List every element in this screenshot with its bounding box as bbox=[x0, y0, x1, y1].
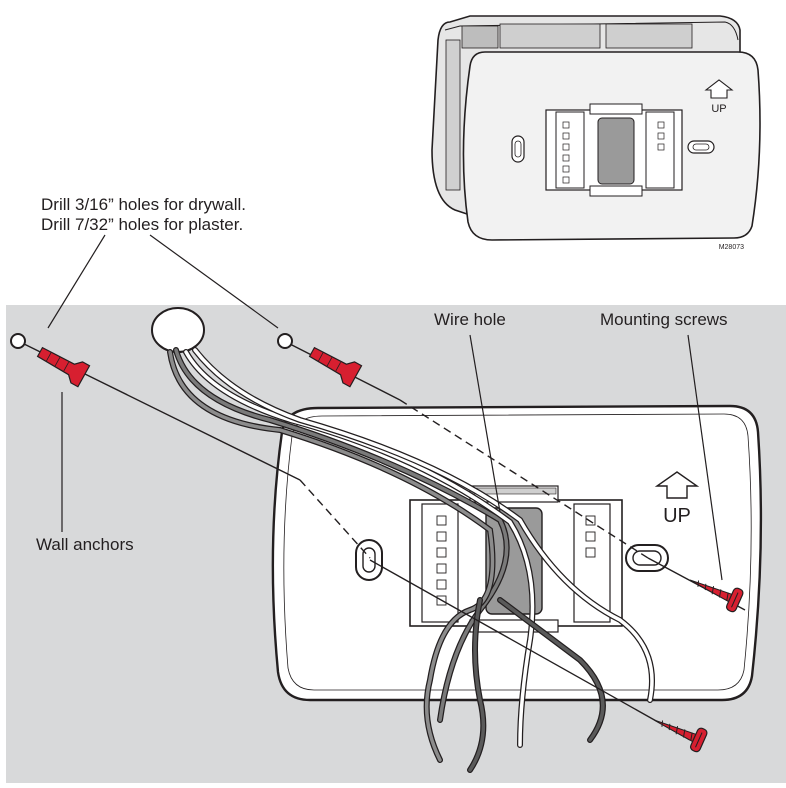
up-label-small: UP bbox=[711, 103, 726, 115]
drill-drywall-label: Drill 3/16” holes for drywall. bbox=[41, 195, 247, 214]
drill-hole bbox=[10, 333, 26, 349]
drill-hole bbox=[277, 333, 293, 349]
up-label-large: UP bbox=[663, 505, 691, 527]
wall-anchors-label: Wall anchors bbox=[36, 535, 134, 554]
up-arrow-icon bbox=[654, 471, 700, 499]
up-arrow-icon bbox=[704, 79, 734, 99]
wallplate-main: UP bbox=[271, 404, 763, 702]
wire-hole-label: Wire hole bbox=[434, 310, 506, 329]
mounting-screw-icon bbox=[653, 719, 708, 753]
wall-anchor-icon bbox=[36, 346, 91, 388]
figure-code: M28073 bbox=[719, 244, 744, 251]
thermostat-inset: UP M28073 bbox=[431, 15, 761, 251]
wire-bundle bbox=[151, 307, 655, 773]
mounting-screw-icon bbox=[689, 579, 744, 613]
drill-plaster-label: Drill 7/32” holes for plaster. bbox=[41, 215, 244, 234]
wall-anchor-icon bbox=[308, 346, 363, 388]
mounting-screws-label: Mounting screws bbox=[600, 310, 728, 329]
